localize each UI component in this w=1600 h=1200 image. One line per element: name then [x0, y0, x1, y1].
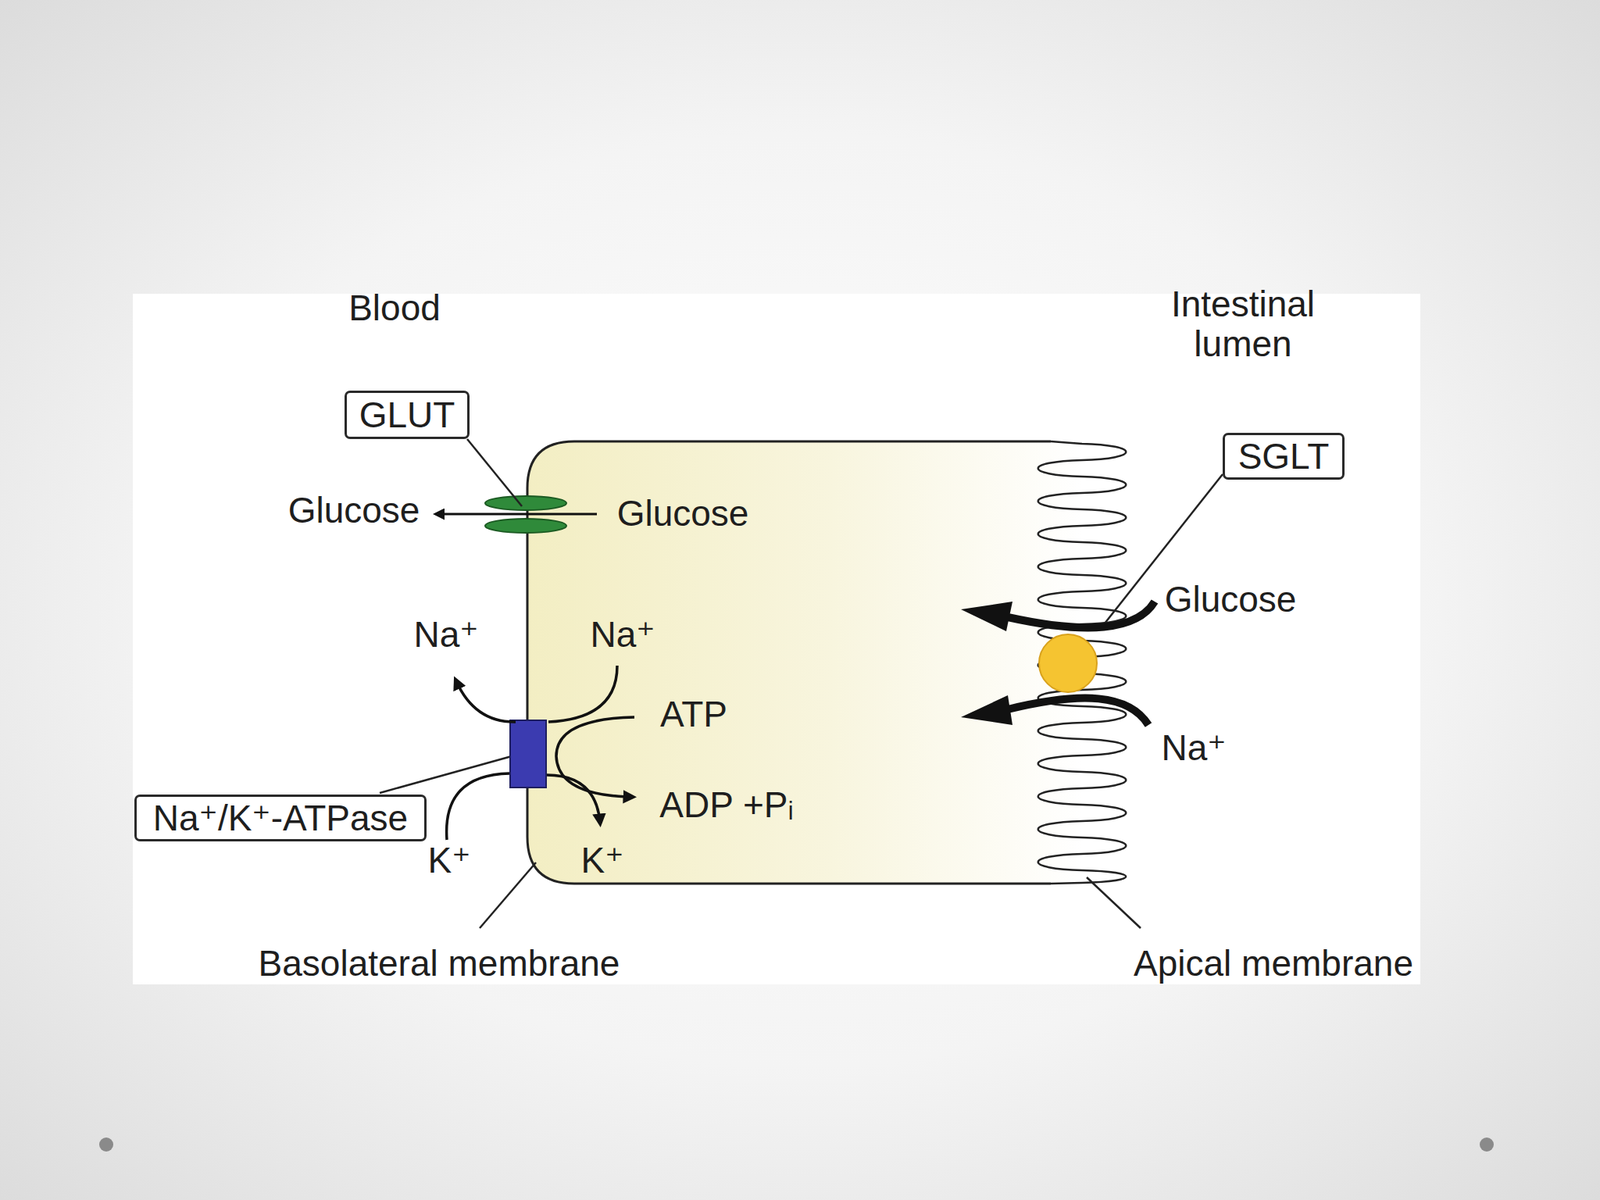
text-label: Glucose	[617, 493, 750, 534]
cell-cytoplasm	[527, 441, 1083, 884]
arrow-head	[960, 695, 1013, 725]
glut-transporter	[485, 518, 567, 533]
text-label: Intestinal lumen	[1141, 284, 1345, 364]
glut-transporter	[485, 496, 567, 511]
box-label: Na⁺/K⁺-ATPase	[153, 800, 408, 836]
apical-microvilli	[1038, 441, 1127, 884]
na-out-arrow	[456, 681, 516, 722]
arrow-head	[960, 601, 1013, 632]
leader-line	[467, 439, 522, 507]
glucose-cotransport-arrow	[1007, 601, 1155, 628]
glucose-flux-arrow	[437, 513, 597, 516]
box-label: GLUT	[359, 396, 456, 433]
text-label: K⁺	[428, 840, 472, 881]
text-label: K⁺	[581, 840, 625, 881]
text-label: Blood	[348, 288, 441, 329]
leader-line	[479, 862, 536, 929]
text-label: ATP	[660, 694, 728, 735]
label-box: GLUT	[344, 390, 470, 440]
white-panel	[132, 293, 1421, 985]
text-label: Na⁺	[1160, 728, 1226, 768]
text-label: Apical membrane	[1133, 943, 1414, 984]
na-cotransport-arrow	[1007, 698, 1149, 725]
box-label: SGLT	[1238, 438, 1330, 475]
k-in-arrow	[546, 775, 600, 822]
leader-line	[1086, 877, 1141, 929]
k-in-line	[446, 773, 510, 840]
label-box: Na⁺/K⁺-ATPase	[134, 794, 427, 842]
sglt-transporter	[1039, 634, 1097, 693]
na-k-pump	[510, 720, 547, 788]
slide-dot	[99, 1137, 114, 1152]
slide-dot	[1479, 1137, 1494, 1152]
atp-hydrolysis-arrow	[556, 717, 635, 797]
na-in-line	[548, 665, 618, 722]
basolateral-membrane-line	[527, 441, 1051, 884]
text-label: Na⁺	[413, 614, 479, 655]
text-label: Na⁺	[589, 614, 655, 655]
text-label: Basolateral membrane	[258, 943, 621, 984]
text-label: ADP +Pᵢ	[659, 785, 793, 825]
label-box: SGLT	[1222, 432, 1345, 480]
text-label: Glucose	[288, 490, 421, 531]
text-label: Glucose	[1164, 579, 1297, 620]
